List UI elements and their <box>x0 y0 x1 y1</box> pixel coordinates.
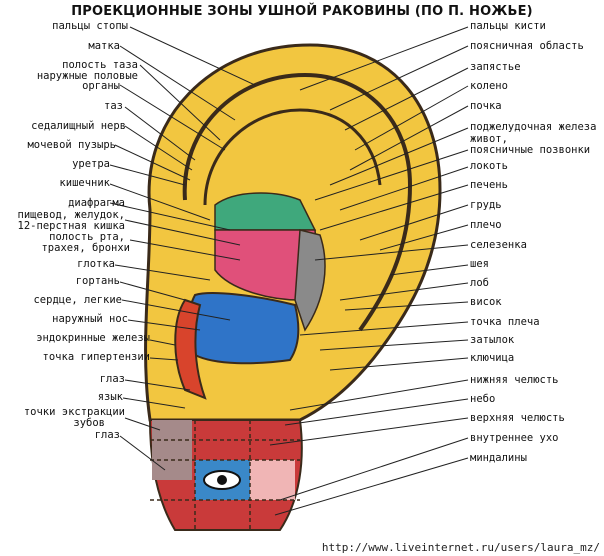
label-shoulder-point: точка плеча <box>470 316 540 328</box>
leader-lines-left <box>109 26 256 471</box>
label-diaphragm: диафрагма <box>68 197 125 209</box>
label-fingers: пальцы кисти <box>470 20 546 32</box>
label-tongue: язык <box>97 391 123 403</box>
label-nose: наружный нос <box>52 313 128 325</box>
label-pelvic-cavity: полость таза <box>62 59 138 71</box>
label-kidney: почка <box>470 100 502 112</box>
ear-concha-green <box>214 192 317 231</box>
label-wrist: запястье <box>470 61 521 73</box>
label-teeth: зубов <box>73 417 105 429</box>
label-occiput: затылок <box>470 334 515 346</box>
watermark-url: http://www.liveinternet.ru/users/laura_m… <box>321 541 600 554</box>
ear-concha-grey <box>294 229 326 332</box>
label-heart-lungs: сердце, легкие <box>33 294 122 306</box>
lobe-grid-lines <box>150 420 300 530</box>
label-larynx: гортань <box>75 275 120 287</box>
lobe-cell-pink <box>250 460 295 500</box>
label-spleen: селезенка <box>470 239 527 251</box>
label-clavicle: ключица <box>470 352 515 364</box>
label-inner-ear: внутреннее ухо <box>470 432 559 444</box>
ear-cavum-blue <box>187 292 300 365</box>
label-toes: пальцы стопы <box>52 20 128 32</box>
label-tonsils: миндалины <box>470 452 527 464</box>
label-intestine: кишечник <box>59 177 110 189</box>
label-hypertension: точка гипертензии <box>42 351 150 363</box>
label-eye-1: глаз <box>99 373 125 385</box>
label-sciatic-nerve: седалищный нерв <box>31 120 126 132</box>
leader-lines-right <box>269 26 469 516</box>
label-mouth: полость рта, <box>49 231 125 243</box>
diagram-title: ПРОЕКЦИОННЫЕ ЗОНЫ УШНОЙ РАКОВИНЫ (ПО П. … <box>71 4 533 19</box>
label-bladder: мочевой пузырь <box>27 139 116 151</box>
label-genitals: наружные половые <box>36 70 138 82</box>
label-duodenum: 12-перстная кишка <box>17 220 125 232</box>
label-esophagus: пищевод, желудок, <box>17 209 125 221</box>
label-chest: грудь <box>470 199 502 211</box>
label-shoulder: плечо <box>470 219 502 231</box>
label-abdomen: живот, <box>470 133 508 145</box>
label-lumbar-vertebrae: поясничные позвонки <box>470 144 591 156</box>
label-forehead: лоб <box>470 277 489 289</box>
label-pharynx: глотка <box>77 258 115 270</box>
label-neck: шея <box>470 258 489 270</box>
label-endocrine: эндокринные железы <box>36 332 150 344</box>
ear-antihelix <box>203 108 382 206</box>
label-lower-jaw: нижняя челюсть <box>470 374 559 386</box>
label-upper-jaw: верхняя челюсть <box>470 412 565 424</box>
label-eye-2: глаз <box>94 429 120 441</box>
label-temple: висок <box>470 296 502 308</box>
label-liver: печень <box>470 179 508 191</box>
label-genitals-2: органы <box>82 80 120 92</box>
ear-scapha <box>182 72 413 332</box>
label-urethra: уретра <box>72 158 110 170</box>
label-palate: небо <box>470 393 496 405</box>
label-trachea: трахея, бронхи <box>41 242 130 254</box>
label-elbow: локоть <box>470 160 508 172</box>
label-pancreas: поджелудочная железа <box>470 121 597 133</box>
label-knee: колено <box>470 80 508 92</box>
label-pelvis: таз <box>104 100 123 112</box>
label-lumbar: поясничная область <box>470 40 584 52</box>
label-uterus: матка <box>88 40 120 52</box>
ear-tragus-red <box>174 298 207 400</box>
label-tooth-extraction: точки экстракции <box>23 406 125 418</box>
